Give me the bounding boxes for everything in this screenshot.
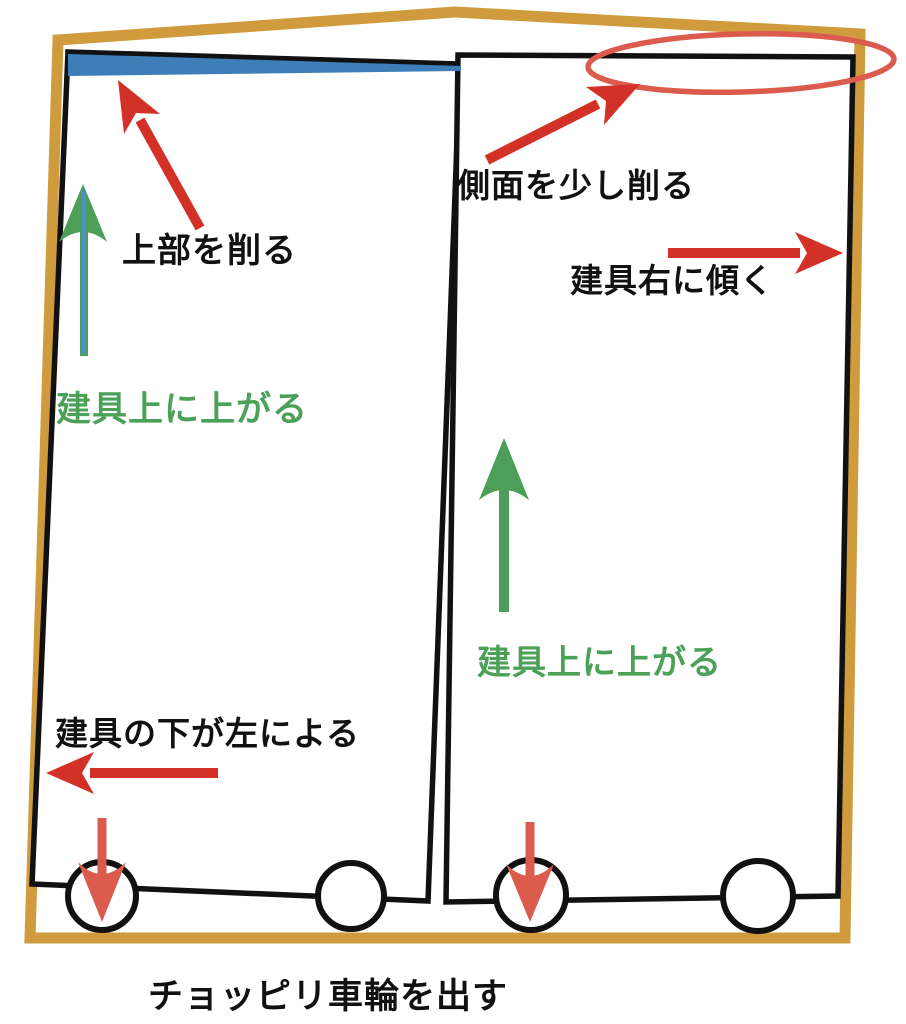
arrow-right-red <box>668 232 843 274</box>
label-door-up-left: 建具上に上がる <box>56 390 308 429</box>
arrow-down-right-wheel <box>506 822 554 922</box>
arrow-down-left-wheel <box>78 818 126 922</box>
arrow-left-red <box>46 752 218 794</box>
arrow-up-green-left <box>59 184 107 356</box>
left-door-panel <box>29 49 463 904</box>
side-shave-ellipse-highlight <box>585 30 897 96</box>
label-bottom-shifts-left: 建具の下が左による <box>55 715 360 752</box>
label-tilt-right: 建具右に傾く <box>570 262 774 299</box>
label-door-up-right: 建具上に上がる <box>477 644 722 682</box>
arrow-up-left-red <box>118 80 205 231</box>
right-door-panel <box>443 52 856 905</box>
arrow-up-right-red <box>484 84 640 165</box>
label-shave-side: 側面を少し削る <box>456 167 695 204</box>
top-shave-highlight <box>68 54 461 76</box>
arrow-up-green-right <box>479 438 529 612</box>
wheel-right-door-2 <box>720 858 796 934</box>
label-shave-top: 上部を削る <box>122 232 297 270</box>
label-wheels-out: チョッピリ車輪を出す <box>148 976 508 1016</box>
wheel-left-door-2 <box>315 860 387 932</box>
